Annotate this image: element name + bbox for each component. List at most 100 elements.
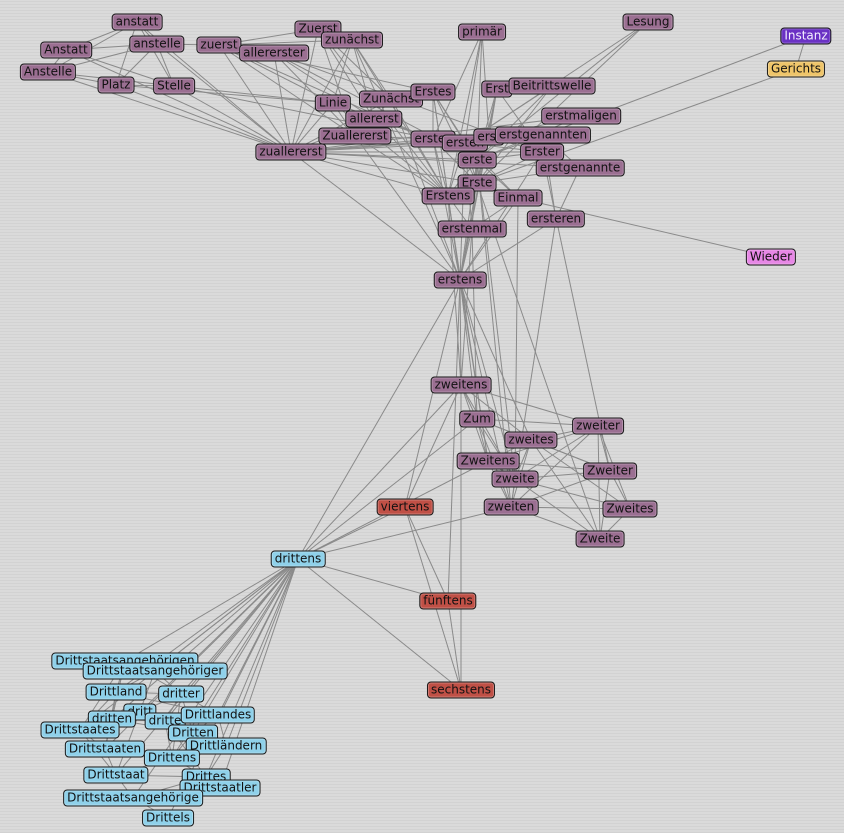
node-Anstelle[interactable]: Anstelle [19,63,77,81]
node-Drittens[interactable]: Drittens [143,749,201,767]
node-Zuallererst[interactable]: Zuallererst [318,127,392,145]
node-Zweiter[interactable]: Zweiter [583,462,637,480]
edge-zunaechst-erstens [351,39,461,281]
edge-erstens-zweitens [459,279,462,386]
edge-allererster-Zuallererst [273,52,356,137]
edge-erstens-drittens [297,279,461,560]
node-fuenftens[interactable]: fünftens [419,592,477,610]
node-Drittstaaten[interactable]: Drittstaaten [64,740,146,758]
node-anstatt[interactable]: anstatt [111,13,163,31]
node-allererster[interactable]: allererster [239,44,309,62]
node-zuallererst[interactable]: zuallererst [255,143,327,161]
node-Drittlaendern[interactable]: Drittländern [185,737,267,755]
edge-zweiter-Zweite [597,425,601,540]
node-Stelle[interactable]: Stelle [153,77,195,95]
node-Lesung[interactable]: Lesung [622,13,674,31]
node-zweites[interactable]: zweites [504,431,558,449]
node-anstelle[interactable]: anstelle [129,35,185,53]
edge-erstes-erstens [432,138,461,281]
edge-anstatt-Stelle [136,21,175,87]
node-primaer[interactable]: primär [458,23,506,41]
node-Einmal[interactable]: Einmal [493,189,543,207]
edge-erstes-Erstens [432,138,449,197]
edge-zuallererst-erstgenannte [290,151,581,169]
edge-allererster-allererst [273,52,375,120]
node-allererst[interactable]: allererst [345,110,403,128]
node-sechstens[interactable]: sechstens [426,681,496,699]
node-drittens[interactable]: drittens [270,550,326,568]
node-zuerst[interactable]: zuerst [196,36,242,54]
node-Instanz[interactable]: Instanz [780,27,832,45]
edge-Zum-drittens [297,418,478,560]
node-erstenmal[interactable]: erstenmal [437,220,507,238]
node-zweitens[interactable]: zweitens [430,376,492,394]
node-Anstatt[interactable]: Anstatt [40,41,92,59]
node-zunaechst[interactable]: zunächst [320,31,384,49]
node-Linie[interactable]: Linie [314,94,352,112]
edge-Einmal-Wieder [517,197,772,258]
node-Drittstaatsangehoerige[interactable]: Drittstaatsangehörige [63,789,203,807]
node-Drittels[interactable]: Drittels [142,809,194,827]
edge-zweiter-zweite [514,425,599,480]
node-Platz[interactable]: Platz [97,76,135,94]
node-erstmaligen[interactable]: erstmaligen [541,107,621,125]
edge-drittens-sechstens [297,558,462,691]
edge-primaer-Erstens [447,31,483,197]
edge-zweitens-viertens [404,384,462,508]
edge-zweitens-drittens [297,384,462,560]
node-erste[interactable]: erste [457,151,497,169]
edge-Anstelle-zuallererst [47,71,292,153]
node-Erstes[interactable]: Erstes [410,83,456,101]
edge-Gerichts-Erste [476,68,797,184]
node-Drittland[interactable]: Drittland [85,683,147,701]
edge-Erster-erstens [459,151,543,281]
node-Erstens[interactable]: Erstens [421,187,475,205]
node-Wieder[interactable]: Wieder [745,248,797,266]
node-Drittstaat[interactable]: Drittstaat [83,766,149,784]
node-Erste[interactable]: Erste [457,174,497,192]
edge-Beitrittswelle-erste [476,85,553,161]
edge-zweites-Zweites [530,439,631,510]
node-zweiten[interactable]: zweiten [483,498,539,516]
node-zweite[interactable]: zweite [491,470,539,488]
edge-Stelle-zuallererst [173,85,292,153]
node-dritter[interactable]: dritter [158,685,204,703]
edge-zweites-Zweite [530,439,601,540]
edge-allererster-zuallererst [273,52,292,153]
node-Drittstaatsangehoeriger[interactable]: Drittstaatsangehöriger [82,662,228,680]
edge-erstens-zweites [459,279,532,441]
node-Gerichts[interactable]: Gerichts [766,60,826,78]
edge-erste-zweite [476,159,516,480]
edge-Erste-Zweite [476,182,601,540]
edge-Stelle-Linie [173,85,334,104]
node-Beitrittswelle[interactable]: Beitrittswelle [508,77,596,95]
edge-viertens-fuenftens [404,506,449,602]
node-viertens[interactable]: viertens [376,498,434,516]
node-Drittlandes[interactable]: Drittlandes [180,706,256,724]
node-Zum[interactable]: Zum [459,410,495,428]
edge-zweiten-drittens [297,506,512,560]
node-erstens[interactable]: erstens [433,271,487,289]
edge-fuenftens-sechstens [447,600,462,691]
edge-viertens-drittens [297,506,406,560]
edge-Platz-zuallererst [115,84,292,153]
edge-drittens-Dritten [192,558,299,734]
node-Zweite[interactable]: Zweite [575,530,625,548]
edge-zweite-Zweite [514,478,601,540]
node-Zunaechst[interactable]: Zunächst [359,90,423,108]
edge-drittens-Drittstaatsangehoerigen [124,558,299,662]
node-Zweites[interactable]: Zweites [602,500,658,518]
edge-zuallererst-erstens [290,151,461,281]
node-erstgenannte[interactable]: erstgenannte [535,159,625,177]
edge-Zuerst-zuallererst [290,28,319,153]
node-erstgenannten[interactable]: erstgenannten [494,126,592,144]
node-Zweitens[interactable]: Zweitens [456,452,520,470]
node-Drittstaatler[interactable]: Drittstaatler [179,779,261,797]
node-Drittstaates[interactable]: Drittstaates [40,721,120,739]
node-Erster[interactable]: Erster [520,143,564,161]
node-ErstCap[interactable]: Erst [481,80,513,98]
node-zweiter[interactable]: zweiter [572,417,624,435]
node-ersteren[interactable]: ersteren [526,210,586,228]
edge-zuerst-zuallererst [218,44,292,153]
